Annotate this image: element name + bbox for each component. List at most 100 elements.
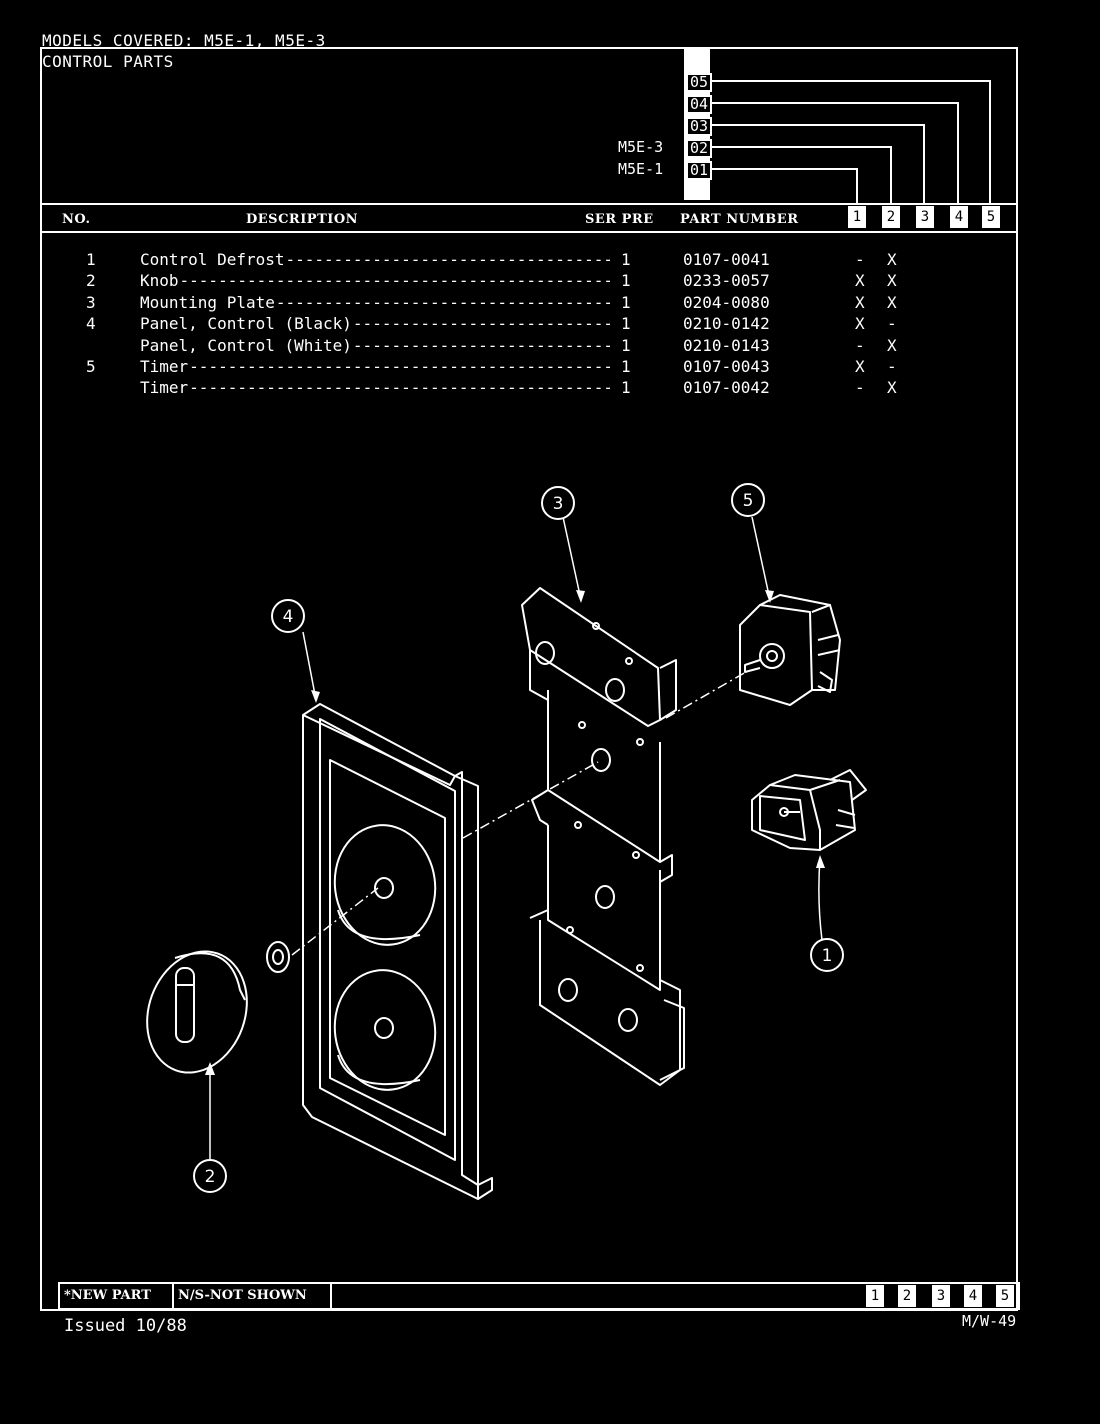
page-code: M/W-49 (962, 1312, 1017, 1330)
part-number-cell: 0204-0080 (683, 293, 770, 312)
part-description-cell: Timer (140, 378, 189, 397)
part-no-cell: 2 (86, 271, 96, 290)
column-header-bar (40, 203, 1018, 233)
part-number-cell: 0107-0042 (683, 378, 770, 397)
part-number-cell: 0107-0043 (683, 357, 770, 376)
ser-pre-cell: 1 (621, 293, 631, 312)
dot-leader: --------------------------------------- (285, 250, 611, 269)
header-model-col-1: 1 (848, 206, 866, 228)
footer-model-col-4: 4 (964, 1285, 982, 1307)
model-code-box: 03 (686, 117, 712, 136)
model-2-mark-cell: X (887, 293, 897, 312)
table-row: 2 Knob 1 0233-0057 X X -----------------------… (0, 271, 1100, 292)
ser-pre-cell: 1 (621, 314, 631, 333)
knob-drawing (146, 941, 290, 1074)
part-no-cell: 1 (86, 250, 96, 269)
model-2-mark-cell: - (887, 357, 897, 376)
table-row: Timer 1 0107-0042 - X -----------------------… (0, 378, 1100, 399)
dot-leader: ----------------------------------------… (189, 357, 610, 376)
callout-4-circle (271, 599, 305, 633)
callout-1-label: 1 (822, 946, 833, 966)
table-row: 3 Mounting Plate 1 0204-0080 X X -------------… (0, 293, 1100, 314)
ser-pre-cell: 1 (621, 271, 631, 290)
model-code-box: 04 (686, 95, 712, 114)
model-code-leader-lines (712, 80, 991, 203)
part-description-cell: Timer (140, 357, 189, 376)
header-model-col-5: 5 (982, 206, 1000, 228)
page-frame (40, 47, 1018, 1311)
model-1-mark-cell: - (855, 250, 865, 269)
header-model-col-3: 3 (916, 206, 934, 228)
issued-date: Issued 10/88 (64, 1316, 187, 1336)
footer-model-col-3: 3 (932, 1285, 950, 1307)
part-description-cell: Panel, Control (White) (140, 336, 352, 355)
model-2-mark-cell: X (887, 378, 897, 397)
model-1-mark-cell: - (855, 378, 865, 397)
section-title: CONTROL PARTS (42, 52, 174, 71)
model-1-mark-cell: X (855, 357, 865, 376)
dot-leader: ------------------------------- (352, 314, 610, 333)
footer-model-col-5: 5 (996, 1285, 1014, 1307)
ser-pre-cell: 1 (621, 357, 631, 376)
model-code-label: M5E-1 (618, 160, 664, 178)
dot-leader: ---------------------------------------- (275, 293, 610, 312)
callout-1-circle (810, 938, 844, 972)
model-2-mark-cell: X (887, 250, 897, 269)
part-no-cell: 5 (86, 357, 96, 376)
dot-leader: ----------------------------------------… (189, 378, 610, 397)
footer-model-col-2: 2 (898, 1285, 916, 1307)
models-covered-title: MODELS COVERED: M5E-1, M5E-3 (42, 31, 326, 50)
model-code-box: 01 (686, 161, 712, 180)
callout-3-circle (541, 486, 575, 520)
callout-3-label: 3 (553, 494, 564, 514)
col-part-number-header: PART NUMBER (680, 212, 799, 227)
ser-pre-cell: 1 (621, 336, 631, 355)
callout-2-circle (193, 1159, 227, 1193)
part-number-cell: 0210-0143 (683, 336, 770, 355)
header-model-col-2: 2 (882, 206, 900, 228)
part-number-cell: 0233-0057 (683, 271, 770, 290)
dot-leader: ------------------------------- (352, 336, 610, 355)
table-row: 1 Control Defrost 1 0107-0041 - X ------------… (0, 250, 1100, 271)
callout-5-label: 5 (743, 491, 754, 511)
table-row: Panel, Control (White) 1 0210-0143 - X ------… (0, 336, 1100, 357)
col-description-header: DESCRIPTION (246, 212, 359, 227)
model-code-label: M5E-3 (618, 138, 664, 156)
part-description-cell: Panel, Control (Black) (140, 314, 352, 333)
model-2-mark-cell: - (887, 314, 897, 333)
not-shown-legend: N/S-NOT SHOWN (172, 1282, 332, 1310)
model-1-mark-cell: - (855, 336, 865, 355)
ser-pre-cell: 1 (621, 250, 631, 269)
new-part-legend: *NEW PART (58, 1282, 174, 1310)
model-2-mark-cell: X (887, 336, 897, 355)
model-1-mark-cell: X (855, 293, 865, 312)
model-1-mark-cell: X (855, 271, 865, 290)
exploded-diagram: 4 3 5 1 2 (146, 483, 867, 1200)
callout-4-label: 4 (283, 607, 294, 627)
model-code-box: 05 (686, 73, 712, 92)
control-panel-drawing (302, 703, 493, 1200)
part-number-cell: 0210-0142 (683, 314, 770, 333)
footer-model-col-1: 1 (866, 1285, 884, 1307)
part-number-cell: 0107-0041 (683, 250, 770, 269)
part-no-cell: 4 (86, 314, 96, 333)
control-defrost-drawing (751, 769, 867, 851)
model-2-mark-cell: X (887, 271, 897, 290)
timer-drawing (739, 594, 841, 706)
part-description-cell: Mounting Plate (140, 293, 275, 312)
col-no-header: NO. (62, 212, 91, 227)
part-no-cell: 3 (86, 293, 96, 312)
mounting-plate-drawing (521, 587, 685, 1086)
model-1-mark-cell: X (855, 314, 865, 333)
col-ser-pre-header: SER PRE (585, 212, 654, 227)
callout-5-circle (731, 483, 765, 517)
header-model-col-4: 4 (950, 206, 968, 228)
part-description-cell: Control Defrost (140, 250, 285, 269)
part-description-cell: Knob (140, 271, 179, 290)
ser-pre-cell: 1 (621, 378, 631, 397)
model-code-box: 02 (686, 139, 712, 158)
callout-2-label: 2 (205, 1167, 216, 1187)
dot-leader: ----------------------------------------… (179, 271, 610, 290)
